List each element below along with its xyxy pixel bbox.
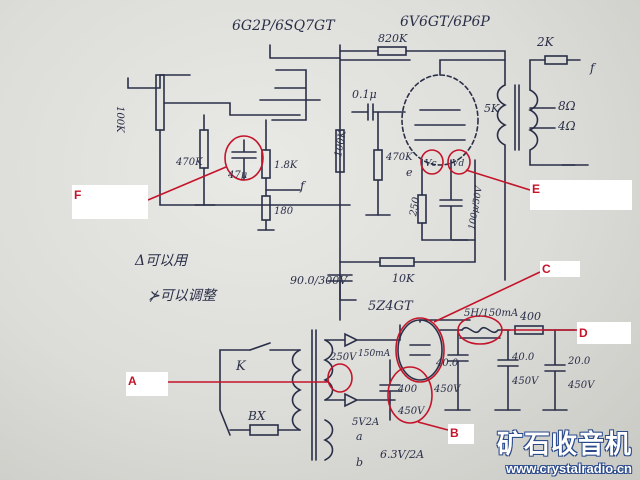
label-box-e: [530, 180, 632, 210]
preamp-tube-label: 6G2P/6SQ7GT: [232, 18, 336, 34]
label-box-f: [72, 185, 148, 219]
tap-4-label: 4Ω: [557, 119, 576, 133]
node-a-label: a: [356, 430, 363, 443]
label-e: E: [532, 182, 541, 196]
transformer-out-label: 5K: [484, 102, 500, 115]
switch-label: K: [235, 359, 247, 374]
fuse-label: BX: [247, 409, 266, 423]
label-a: A: [128, 374, 137, 388]
c-40a-label: 40.0: [435, 358, 459, 369]
r-10k-label: 10K: [392, 272, 415, 285]
pt-hv-current-label: 150mA: [358, 349, 391, 359]
c-filter-main-label: 90.0/300V: [290, 274, 348, 287]
c-input-label: 47μ: [227, 170, 247, 181]
r-grid-label: 470K: [175, 157, 203, 168]
label-d: D: [579, 326, 588, 340]
node-vd-label: Vd: [452, 159, 464, 169]
r-cathode-pre-label: 1.8K: [274, 160, 298, 171]
r-feedback-label: 820K: [378, 32, 408, 45]
tap-8-label: 8Ω: [558, 99, 576, 113]
watermark-url: www.crystalradio.cn: [506, 461, 632, 476]
pt-5v-label: 5V2A: [352, 417, 379, 428]
label-f: F: [74, 188, 82, 202]
c-40b-label: 40.0: [511, 352, 535, 363]
node-vc-label: Vc: [425, 159, 437, 169]
annotations: [147, 135, 577, 431]
label-c: C: [542, 262, 551, 276]
r-grid-out-label: 470K: [385, 152, 413, 163]
pt-6v-label: 6.3V/2A: [380, 448, 424, 461]
c-40a-voltage-label: 450V: [433, 384, 462, 395]
c-20-voltage-label: 450V: [567, 380, 596, 391]
node-b-label: b: [356, 456, 363, 469]
rectifier-tube-label: 5Z4GT: [368, 299, 414, 314]
r-400-label: 400: [519, 310, 541, 323]
pt-hv-label: 250V: [329, 352, 358, 363]
r-plate-load-label: 100K: [333, 129, 349, 158]
c-400-label: 400: [397, 384, 418, 395]
c-cathode-out-label: 100μ/50V: [467, 184, 485, 231]
note-line-2: ⊁可以调整: [148, 288, 218, 304]
watermark-title: 矿石收音机: [496, 430, 632, 460]
label-b: B: [450, 426, 459, 440]
label-box-b: [448, 424, 474, 444]
watermark: 矿石收音机 www.crystalradio.cn: [497, 424, 632, 476]
node-e-label: e: [406, 166, 413, 179]
choke-label: 5H/150mA: [464, 308, 518, 319]
label-box-d: [577, 322, 631, 344]
wiring: [127, 44, 589, 461]
note-line-1: Δ可以用: [134, 253, 189, 269]
r-volume-label: 100K: [114, 106, 125, 133]
output-tube-label: 6V6GT/6P6P: [400, 14, 490, 30]
label-box-c: [540, 261, 580, 277]
c-coupling-label: 0.1μ: [352, 88, 377, 101]
c-400-voltage-label: 450V: [397, 406, 426, 417]
r-cathode-out-label: 250: [408, 196, 422, 218]
c-20-label: 20.0: [567, 356, 591, 367]
r-nfb-label: 2K: [536, 35, 555, 49]
node-f2-label: f: [589, 61, 597, 75]
label-box-a: [126, 372, 168, 396]
node-f1-label: f: [299, 179, 307, 193]
c-40b-voltage-label: 450V: [511, 376, 540, 387]
r-180-label: 180: [274, 206, 294, 217]
